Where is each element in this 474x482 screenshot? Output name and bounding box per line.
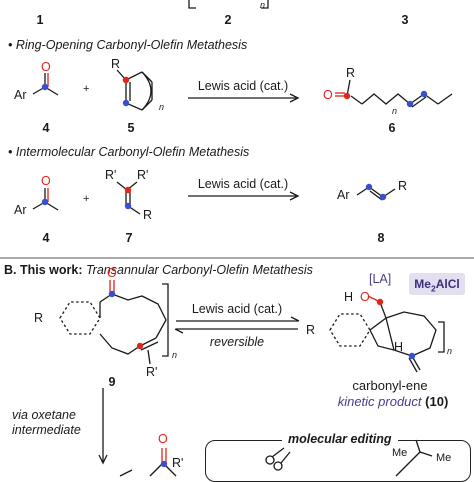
atom-rprime-9: R' bbox=[146, 365, 158, 379]
arrow-label-ring-opening: Lewis acid (cat.) bbox=[197, 79, 289, 93]
product-10-dot-blue bbox=[408, 352, 416, 360]
scissors-icon bbox=[265, 447, 291, 471]
atom-o-4b: O bbox=[41, 174, 51, 188]
substrate-9-structure bbox=[59, 280, 169, 365]
product-6-structure bbox=[335, 79, 453, 108]
product-6-dot-blue-1 bbox=[406, 100, 414, 108]
heading-intermolecular: • Intermolecular Carbonyl-Olefin Metathe… bbox=[8, 145, 250, 159]
carbonyl-carbon-dot-2 bbox=[41, 198, 49, 206]
olefin-dot-red bbox=[122, 76, 130, 84]
atom-rprime-lower: R' bbox=[172, 456, 184, 470]
atom-r-6: R bbox=[346, 66, 356, 80]
atom-ar-4: Ar bbox=[14, 88, 27, 102]
olefin-7-dot-blue bbox=[124, 202, 132, 210]
atom-r-5: R bbox=[111, 57, 121, 71]
compound-number-10: (10) bbox=[425, 394, 449, 409]
product-label-line2: kinetic product (10) bbox=[318, 394, 468, 409]
atom-o-9: O bbox=[107, 266, 117, 280]
product-8-dot-2 bbox=[379, 193, 387, 201]
equilibrium-arrows bbox=[174, 316, 300, 334]
arrow-label-this-work: Lewis acid (cat.) bbox=[191, 302, 283, 316]
compound-number-3: 3 bbox=[401, 13, 409, 27]
section-b-label: B. This work: bbox=[4, 263, 83, 277]
carbonyl-carbon-dot bbox=[41, 83, 49, 91]
product-label-line1: carbonyl-ene bbox=[352, 378, 428, 393]
atom-o-4: O bbox=[41, 60, 51, 74]
atom-r-9: R bbox=[34, 311, 44, 325]
heading-ring-opening: • Ring-Opening Carbonyl-Olefin Metathesi… bbox=[8, 38, 248, 52]
badge-alcl: AlCl bbox=[435, 277, 460, 291]
atom-rprime-right: R' bbox=[137, 168, 149, 182]
substrate-9-dot-blue bbox=[108, 290, 116, 298]
section-b-subtitle: Transannular Carbonyl-Olefin Metathesis bbox=[85, 263, 313, 277]
compound-number-4a: 4 bbox=[42, 121, 50, 135]
atom-r-10: R bbox=[306, 323, 316, 337]
olefin-7-structure bbox=[116, 181, 141, 215]
product-10-dot-red bbox=[376, 298, 384, 306]
plus-sign-1: + bbox=[83, 83, 90, 95]
kinetic-product-text: kinetic product bbox=[337, 394, 422, 409]
reaction-arrow-intermolecular bbox=[188, 191, 300, 201]
lower-dot-blue bbox=[160, 460, 168, 468]
product-8-dot-1 bbox=[365, 183, 373, 191]
product-8-structure bbox=[356, 186, 396, 201]
olefin-7-dot-red bbox=[124, 186, 132, 194]
bracket-n: n bbox=[260, 0, 266, 10]
reaction-arrow-ring-opening bbox=[188, 93, 300, 103]
molecular-editing-box bbox=[205, 440, 471, 482]
plus-sign-2: + bbox=[83, 193, 90, 205]
compound-number-1: 1 bbox=[36, 13, 44, 27]
section-b-title: B. This work: Transannular Carbonyl-Olef… bbox=[4, 263, 313, 277]
atom-ar-8: Ar bbox=[337, 188, 350, 202]
atom-r-7: R bbox=[143, 208, 153, 222]
olefin-dot-blue bbox=[122, 99, 130, 107]
product-10-structure bbox=[329, 295, 445, 373]
subscript-n-9: n bbox=[172, 350, 178, 360]
downward-arrow bbox=[98, 388, 108, 465]
atom-h2-10: H bbox=[394, 340, 404, 354]
badge-sub: 2 bbox=[430, 283, 436, 294]
bicycle-5-structure bbox=[116, 69, 153, 111]
substrate-9-dot-red bbox=[136, 342, 144, 350]
atom-r-8: R bbox=[398, 179, 408, 193]
atom-rprime-left: R' bbox=[105, 168, 117, 182]
via-oxetane-line2: intermediate bbox=[12, 423, 81, 437]
atom-o-lower: O bbox=[158, 432, 168, 446]
atom-o-6: O bbox=[323, 88, 333, 102]
product-6-dot-blue-2 bbox=[420, 90, 428, 98]
compound-number-6: 6 bbox=[388, 121, 396, 135]
badge-me: Me bbox=[414, 277, 431, 291]
subscript-n-10: n bbox=[447, 346, 453, 356]
subscript-n-6: n bbox=[392, 106, 398, 116]
compound-number-5: 5 bbox=[127, 121, 135, 135]
arrow-label-reversible: reversible bbox=[209, 335, 265, 349]
via-oxetane-line1: via oxetane bbox=[12, 408, 76, 422]
subscript-n-5: n bbox=[159, 102, 165, 112]
reagent-badge: Me2AlCl bbox=[409, 273, 465, 295]
atom-ar-4b: Ar bbox=[14, 203, 27, 217]
me-label-1: Me bbox=[392, 447, 408, 459]
compound-number-2: 2 bbox=[224, 13, 232, 27]
lower-structure-fragment bbox=[119, 448, 177, 477]
product-6-dot-red bbox=[343, 92, 351, 100]
bracket-2 bbox=[188, 0, 269, 9]
me-label-2: Me bbox=[436, 452, 452, 464]
compound-number-9: 9 bbox=[108, 375, 116, 389]
molecular-editing-label: molecular editing bbox=[282, 432, 398, 446]
atom-h-10: H bbox=[344, 290, 354, 304]
atom-la: [LA] bbox=[369, 272, 392, 286]
compound-number-8: 8 bbox=[377, 231, 385, 245]
compound-number-4b: 4 bbox=[42, 231, 50, 245]
compound-number-7: 7 bbox=[125, 231, 133, 245]
atom-o-10: O bbox=[360, 290, 370, 304]
arrow-label-intermolecular: Lewis acid (cat.) bbox=[197, 177, 289, 191]
